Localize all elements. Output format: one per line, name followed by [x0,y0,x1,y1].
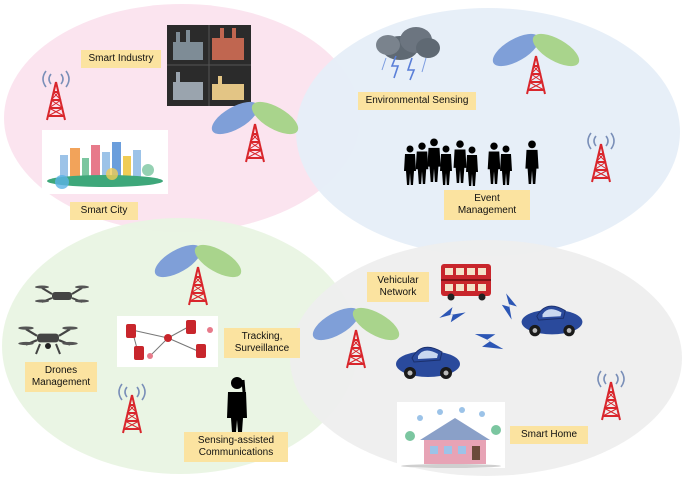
label-tracking-surveillance: Tracking, Surveillance [224,328,300,358]
label-drones-management: Drones Management [25,362,97,392]
person-phone-icon [227,377,247,432]
label-smart-city: Smart City [70,202,138,220]
label-sensing-assisted-communications: Sensing-assisted Communications [184,432,288,462]
storm-cloud-icon [376,27,440,81]
city-skyline-icon [42,130,168,194]
label-smart-industry: Smart Industry [81,50,161,68]
label-event-management: Event Management [444,190,530,220]
smart-home-icon [397,402,505,468]
tracking-network-icon [117,316,218,367]
drone-icon-2 [17,325,79,355]
label-smart-home: Smart Home [510,426,588,444]
label-vehicular-network: Vehicular Network [367,272,429,302]
label-environmental-sensing: Environmental Sensing [358,92,476,110]
factory-icon [167,25,251,106]
region-environment [296,8,680,256]
bus-icon [441,264,491,301]
